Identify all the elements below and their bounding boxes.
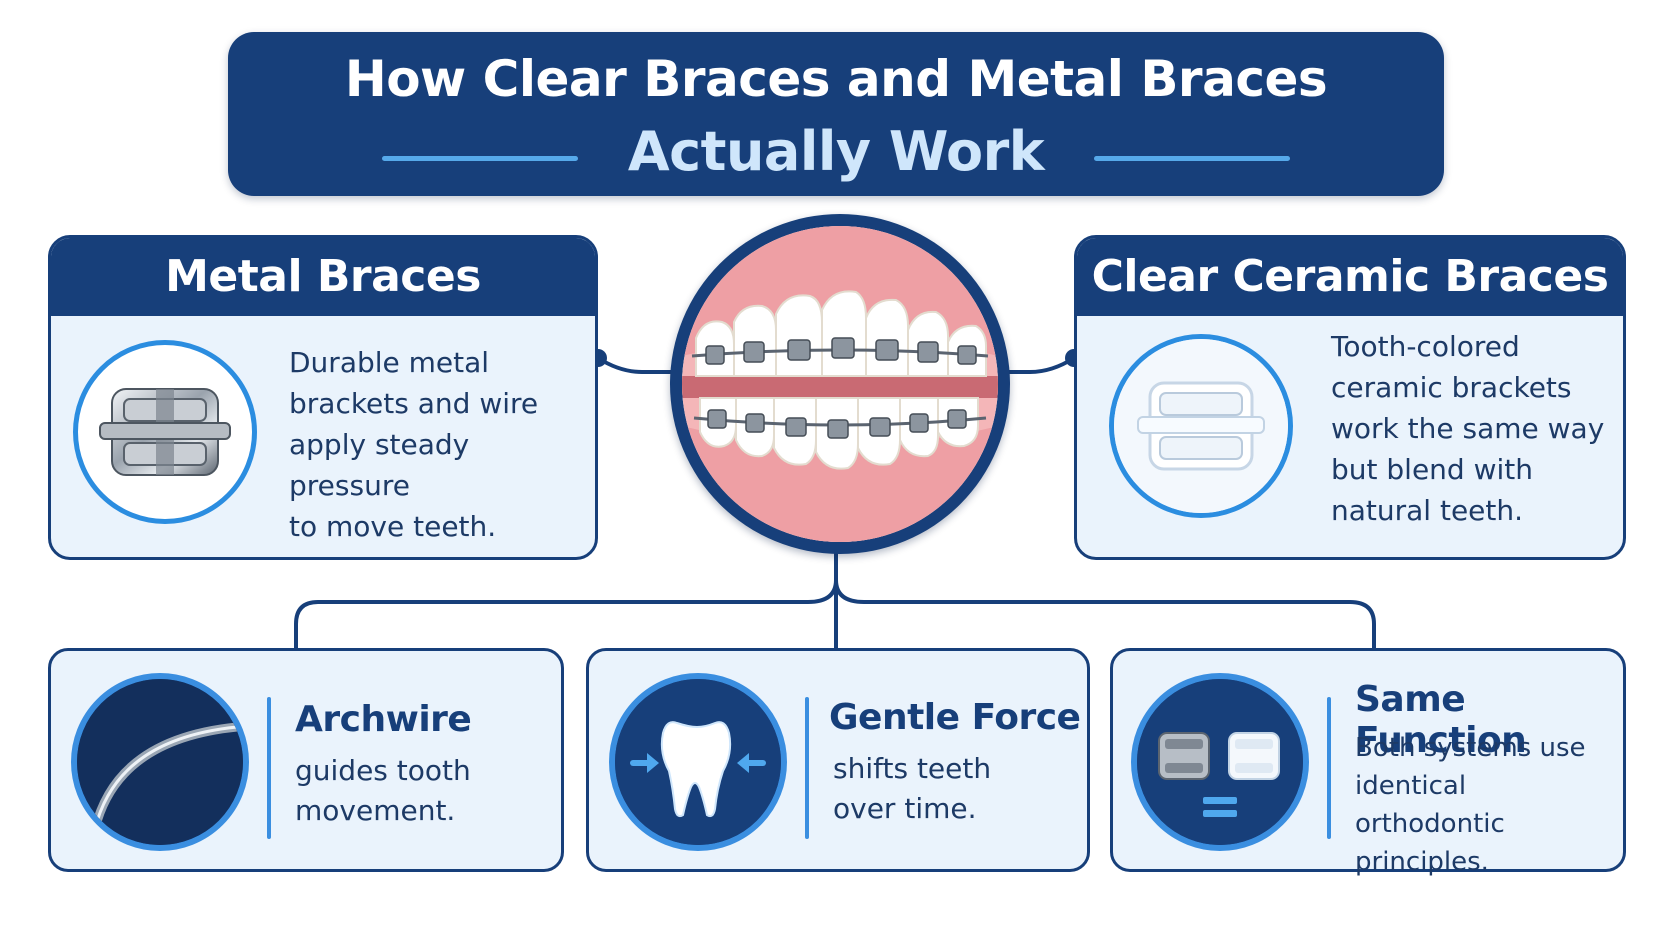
page-subtitle: Actually Work — [627, 120, 1045, 183]
title-banner: How Clear Braces and Metal Braces Actual… — [228, 32, 1444, 196]
title-rule-left — [382, 156, 578, 161]
gentle-force-divider — [805, 697, 809, 839]
teeth-with-braces-photo — [682, 226, 998, 542]
gentle-force-card: Gentle Force shifts teeth over time. — [586, 648, 1090, 872]
archwire-text: guides tooth movement. — [295, 754, 471, 827]
teeth-photo-circle — [670, 214, 1010, 554]
connector-down-right — [834, 578, 1376, 650]
archwire-divider — [267, 697, 271, 839]
bracket-equals-icon — [1131, 673, 1309, 851]
archwire-title: Archwire — [295, 699, 472, 740]
ceramic-braces-text: Tooth-colored ceramic brackets work the … — [1331, 330, 1605, 527]
metal-braces-title: Metal Braces — [51, 238, 595, 316]
gentle-force-title: Gentle Force — [829, 697, 1081, 738]
same-function-divider — [1327, 697, 1331, 839]
title-rule-right — [1094, 156, 1290, 161]
metal-braces-text: Durable metal brackets and wire apply st… — [289, 346, 539, 543]
connector-down — [294, 552, 838, 650]
same-function-title: Same Function — [1355, 679, 1527, 761]
connector-left — [596, 356, 678, 374]
archwire-icon — [71, 673, 249, 851]
archwire-card: Archwire guides tooth movement. — [48, 648, 564, 872]
tooth-pressure-icon — [609, 673, 787, 851]
gentle-force-text: shifts teeth over time. — [833, 752, 992, 825]
ceramic-braces-title: Clear Ceramic Braces — [1077, 238, 1623, 316]
same-function-card: Same Function Both systems use identical… — [1110, 648, 1626, 877]
same-function-text: Both systems use identical orthodontic p… — [1355, 733, 1586, 877]
ceramic-braces-card: Clear Ceramic Braces Tooth-colored ceram… — [1074, 235, 1626, 560]
connector-right — [1002, 356, 1076, 374]
metal-braces-card: Metal Braces Durable metal — [48, 235, 598, 560]
page-title: How Clear Braces and Metal Braces — [344, 50, 1328, 108]
metal-bracket-icon — [73, 340, 257, 524]
ceramic-bracket-icon — [1109, 334, 1293, 518]
